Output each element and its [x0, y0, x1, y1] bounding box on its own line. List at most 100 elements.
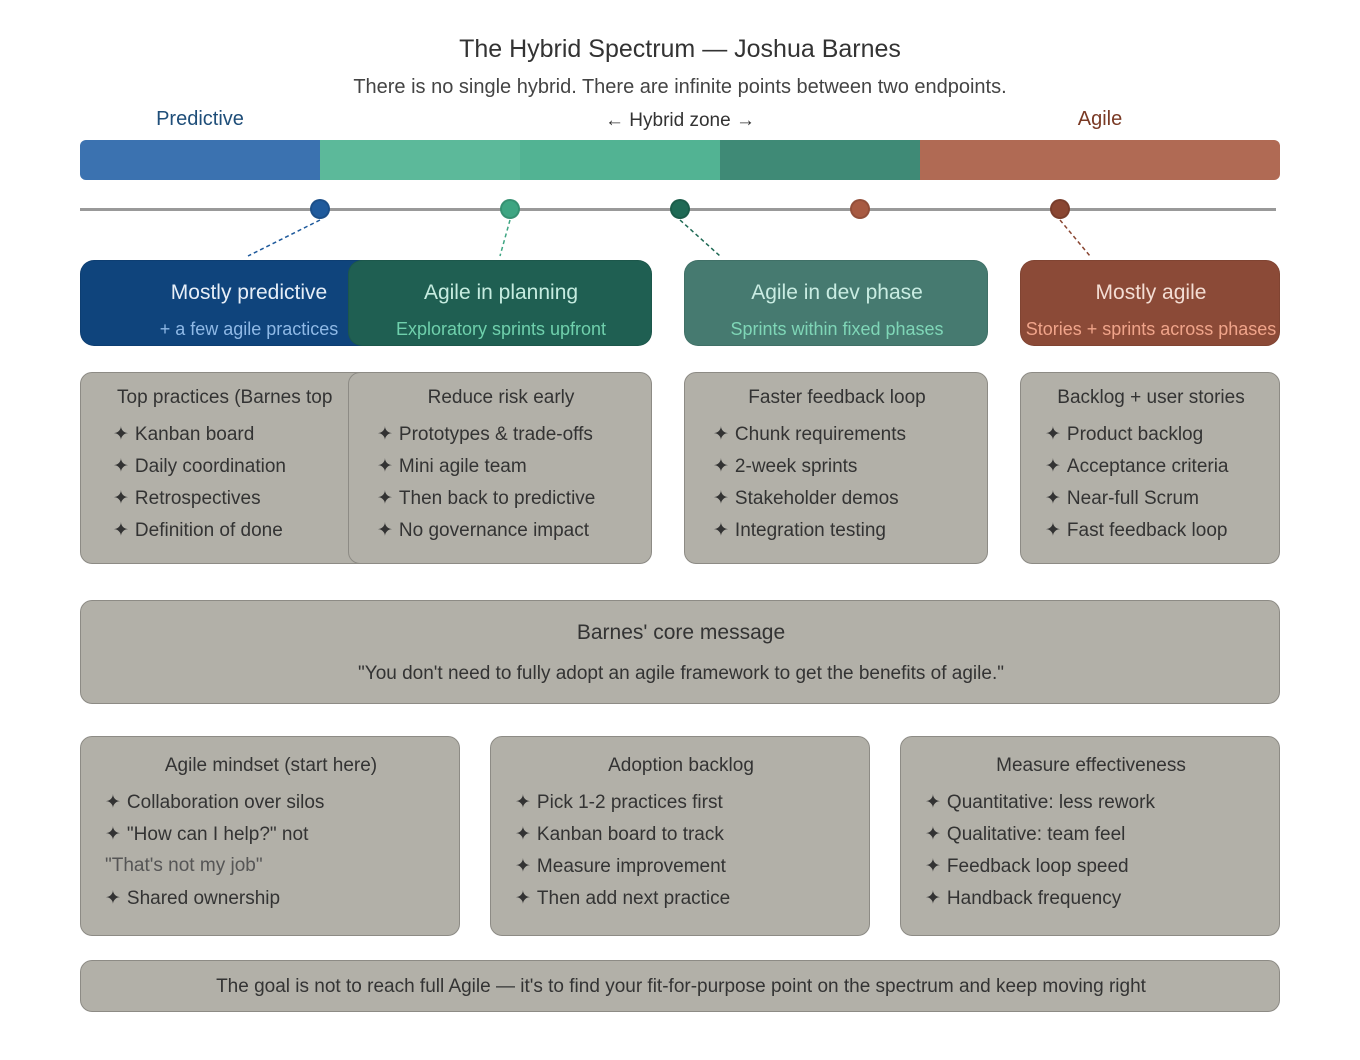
list-item: ✦Near-full Scrum — [1045, 488, 1199, 509]
point-card-subtitle: Sprints within fixed phases — [730, 319, 944, 339]
list-item: ✦Then add next practice — [515, 888, 731, 909]
practice-box-faster-feedback: Faster feedback loop ✦Chunk requirements… — [684, 372, 988, 564]
footer-banner: The goal is not to reach full Agile — it… — [80, 960, 1280, 1012]
star-bullet-icon: ✦ — [925, 824, 941, 845]
list-item: ✦Acceptance criteria — [1045, 456, 1229, 477]
spectrum-point-5 — [1050, 199, 1070, 219]
list-item: ✦Feedback loop speed — [925, 856, 1129, 877]
info-box-agile-mindset: Agile mindset (start here) ✦Collaboratio… — [80, 736, 460, 936]
predictive-end-label: Predictive — [156, 108, 244, 130]
list-item: ✦Prototypes & trade-offs — [377, 424, 593, 445]
list-item: ✦Product backlog — [1045, 424, 1204, 445]
star-bullet-icon: ✦ — [515, 792, 531, 813]
list-item: ✦Collaboration over silos — [105, 792, 325, 813]
practice-box-title: Top practices (Barnes top — [117, 387, 333, 408]
star-bullet-icon: ✦ — [925, 888, 941, 909]
practice-box-title: Reduce risk early — [427, 387, 575, 408]
core-message-quote: "You don't need to fully adopt an agile … — [358, 663, 1004, 684]
list-item-continuation: "That's not my job" — [105, 855, 263, 876]
star-bullet-icon: ✦ — [713, 488, 729, 509]
star-bullet-icon: ✦ — [1045, 520, 1061, 541]
list-item: ✦Retrospectives — [113, 488, 261, 509]
star-bullet-icon: ✦ — [113, 488, 129, 509]
list-item: ✦"How can I help?" not — [105, 824, 309, 845]
spectrum-segment-hybrid-3 — [720, 140, 920, 180]
star-bullet-icon: ✦ — [113, 520, 129, 541]
point-card-subtitle: + a few agile practices — [159, 319, 339, 339]
practice-box-reduce-risk: Reduce risk early ✦Prototypes & trade-of… — [348, 372, 652, 564]
spectrum-point-4 — [850, 199, 870, 219]
practice-box-title: Faster feedback loop — [748, 387, 926, 408]
star-bullet-icon: ✦ — [377, 424, 393, 445]
star-bullet-icon: ✦ — [377, 520, 393, 541]
point-card-mostly-agile: Mostly agile Stories + sprints across ph… — [1020, 260, 1280, 346]
list-item: ✦Then back to predictive — [377, 488, 596, 509]
list-item: ✦Quantitative: less rework — [925, 792, 1155, 813]
star-bullet-icon: ✦ — [713, 456, 729, 477]
connector-point-2 — [499, 219, 511, 257]
connector-point-1 — [247, 219, 321, 257]
point-card-title: Mostly predictive — [170, 281, 328, 304]
star-bullet-icon: ✦ — [113, 456, 129, 477]
list-item: ✦Stakeholder demos — [713, 488, 899, 509]
footer-text: The goal is not to reach full Agile — it… — [216, 976, 1146, 997]
practice-box-title: Backlog + user stories — [1057, 387, 1245, 408]
practice-box-backlog: Backlog + user stories ✦Product backlog … — [1020, 372, 1280, 564]
point-card-agile-in-dev-phase: Agile in dev phase Sprints within fixed … — [684, 260, 988, 346]
spectrum-point-2 — [500, 199, 520, 219]
list-item: ✦Handback frequency — [925, 888, 1122, 909]
star-bullet-icon: ✦ — [1045, 456, 1061, 477]
list-item: ✦Shared ownership — [105, 888, 281, 909]
star-bullet-icon: ✦ — [1045, 488, 1061, 509]
star-bullet-icon: ✦ — [105, 792, 121, 813]
info-box-title: Measure effectiveness — [996, 755, 1186, 776]
list-item: ✦Chunk requirements — [713, 424, 907, 445]
spectrum-segment-agile — [920, 140, 1280, 180]
point-card-title: Agile in dev phase — [751, 281, 923, 304]
connector-point-3 — [679, 219, 721, 257]
star-bullet-icon: ✦ — [713, 424, 729, 445]
point-card-subtitle: Exploratory sprints upfront — [395, 319, 607, 339]
star-bullet-icon: ✦ — [515, 856, 531, 877]
star-bullet-icon: ✦ — [515, 824, 531, 845]
spectrum-segment-predictive — [80, 140, 320, 180]
point-card-title: Agile in planning — [423, 281, 579, 304]
list-item: ✦Fast feedback loop — [1045, 520, 1228, 541]
list-item: ✦Measure improvement — [515, 856, 726, 877]
list-item: ✦No governance impact — [377, 520, 590, 541]
list-item: ✦Definition of done — [113, 520, 283, 541]
star-bullet-icon: ✦ — [377, 488, 393, 509]
star-bullet-icon: ✦ — [515, 888, 531, 909]
list-item: ✦2-week sprints — [713, 456, 858, 477]
info-box-adoption-backlog: Adoption backlog ✦Pick 1-2 practices fir… — [490, 736, 870, 936]
connector-point-5 — [1059, 219, 1091, 257]
star-bullet-icon: ✦ — [713, 520, 729, 541]
spectrum-point-1 — [310, 199, 330, 219]
info-box-title: Agile mindset (start here) — [164, 755, 378, 776]
list-item: ✦Integration testing — [713, 520, 886, 541]
agile-end-label: Agile — [1077, 108, 1123, 130]
star-bullet-icon: ✦ — [925, 792, 941, 813]
list-item: ✦Pick 1-2 practices first — [515, 792, 723, 813]
spectrum-segment-hybrid-2 — [520, 140, 720, 180]
star-bullet-icon: ✦ — [377, 456, 393, 477]
hybrid-zone-label: ← Hybrid zone → — [605, 110, 755, 131]
list-item: ✦Daily coordination — [113, 456, 286, 477]
core-message-title: Barnes' core message — [576, 621, 786, 644]
point-card-subtitle: Stories + sprints across phases — [1025, 319, 1277, 339]
info-box-measure-effectiveness: Measure effectiveness ✦Quantitative: les… — [900, 736, 1280, 936]
list-item: ✦Kanban board — [113, 424, 255, 445]
star-bullet-icon: ✦ — [1045, 424, 1061, 445]
list-item: ✦Mini agile team — [377, 456, 527, 477]
star-bullet-icon: ✦ — [105, 888, 121, 909]
info-box-title: Adoption backlog — [608, 755, 754, 776]
point-card-agile-in-planning: Agile in planning Exploratory sprints up… — [348, 260, 652, 346]
core-message-box: Barnes' core message "You don't need to … — [80, 600, 1280, 704]
spectrum-point-3 — [670, 199, 690, 219]
list-item: ✦Kanban board to track — [515, 824, 724, 845]
star-bullet-icon: ✦ — [925, 856, 941, 877]
star-bullet-icon: ✦ — [105, 824, 121, 845]
star-bullet-icon: ✦ — [113, 424, 129, 445]
spectrum-segment-hybrid-1 — [320, 140, 520, 180]
page-title: The Hybrid Spectrum — Joshua Barnes — [459, 35, 901, 63]
